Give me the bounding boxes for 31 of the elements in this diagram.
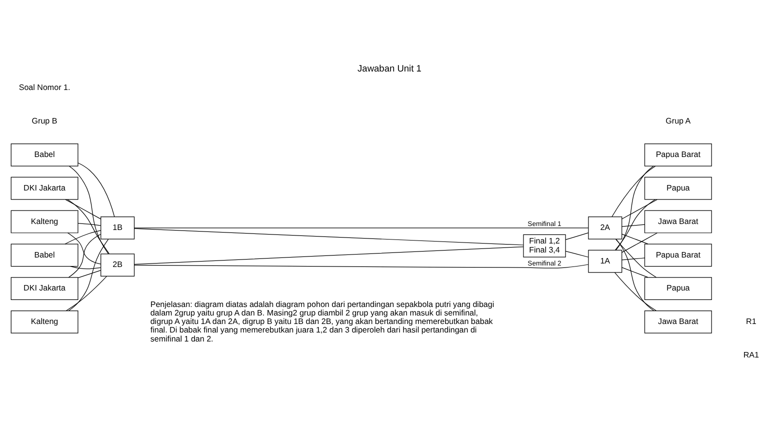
connector bbox=[622, 257, 646, 260]
connector bbox=[134, 227, 589, 228]
connector bbox=[66, 275, 108, 311]
connector bbox=[622, 266, 648, 278]
connector bbox=[565, 250, 589, 257]
connector bbox=[622, 233, 648, 244]
connector bbox=[68, 233, 101, 278]
connector bbox=[67, 232, 101, 264]
connector bbox=[622, 198, 658, 219]
connector bbox=[616, 238, 654, 311]
connector bbox=[622, 232, 658, 252]
connector bbox=[134, 228, 524, 245]
connector bbox=[65, 198, 102, 219]
connector bbox=[614, 272, 657, 311]
connector bbox=[70, 265, 101, 269]
connector bbox=[565, 232, 589, 240]
connector bbox=[616, 165, 654, 250]
diagram-title: Jawaban Unit 1 bbox=[358, 62, 422, 73]
connector bbox=[614, 198, 656, 250]
connector bbox=[612, 165, 656, 217]
connector bbox=[67, 198, 110, 254]
connector bbox=[68, 165, 109, 254]
connector bbox=[78, 162, 115, 216]
connector bbox=[64, 230, 102, 244]
connector bbox=[615, 238, 657, 278]
connector bbox=[134, 246, 524, 264]
connector bbox=[78, 270, 102, 278]
connector bbox=[134, 264, 589, 268]
connector bbox=[622, 224, 646, 226]
connector bbox=[78, 222, 102, 226]
connector bbox=[68, 238, 109, 311]
